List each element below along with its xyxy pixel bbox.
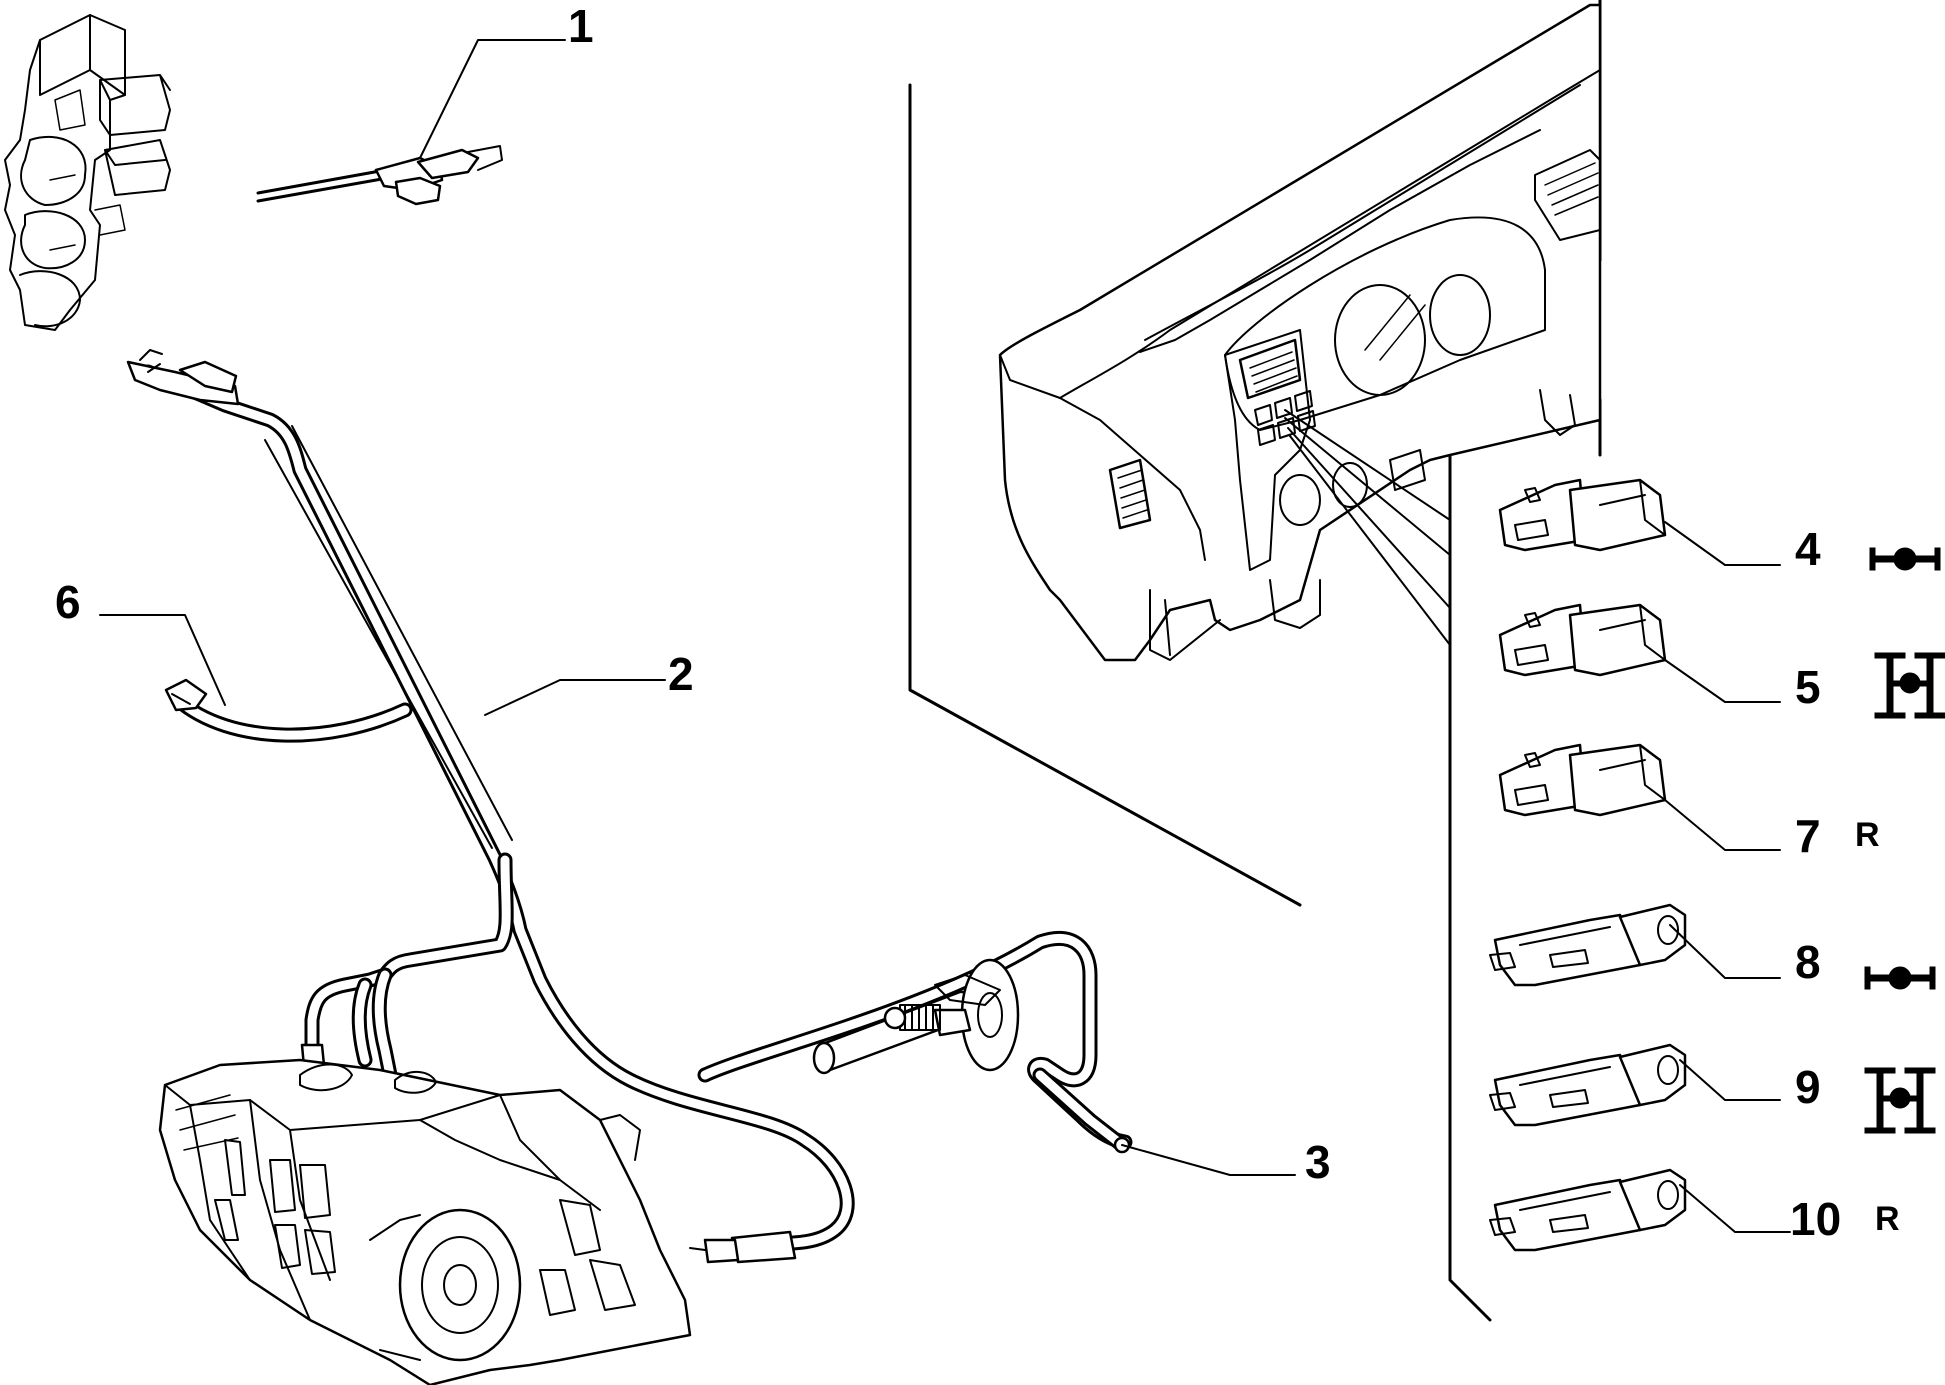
part-6-connector-wire: [164, 678, 413, 743]
callout-5: 5: [1795, 661, 1821, 713]
switch-10: [1489, 1168, 1687, 1252]
suffix-10: R: [1875, 1200, 1900, 1238]
part-2-main-harness: [126, 349, 1133, 1264]
part-1-sensor-lead: [256, 145, 503, 206]
callout-7: 7: [1795, 810, 1821, 862]
suffix-7: R: [1855, 816, 1880, 854]
callout-6: 6: [55, 576, 81, 628]
callout-2: 2: [668, 648, 694, 700]
callout-1: 1: [568, 0, 594, 52]
diff-lock-icon: [1874, 652, 1945, 719]
switch-5: [1498, 603, 1667, 677]
callout-8: 8: [1795, 936, 1821, 988]
switch-4: [1498, 478, 1667, 552]
dashboard-inset: [908, 0, 1602, 1322]
callout-labels: 1 2 3 4 5 6 7 8 9 10 R R: [55, 0, 1900, 1245]
switch-9: [1489, 1043, 1687, 1127]
relay-fuse-box: [4, 14, 171, 331]
switch-8: [1489, 903, 1687, 987]
switch-7: [1498, 743, 1667, 817]
callout-9: 9: [1795, 1061, 1821, 1113]
diff-lock-icon: [1864, 1067, 1936, 1134]
leader-lines: [99, 39, 1791, 1233]
callout-10: 10: [1790, 1193, 1841, 1245]
callout-4: 4: [1795, 523, 1821, 575]
axle-lock-icon: [1869, 547, 1941, 571]
transmission-housing: [158, 1058, 692, 1385]
axle-lock-icon: [1864, 966, 1936, 990]
callout-3: 3: [1305, 1136, 1331, 1188]
part-3-actuator: [883, 958, 1131, 1154]
